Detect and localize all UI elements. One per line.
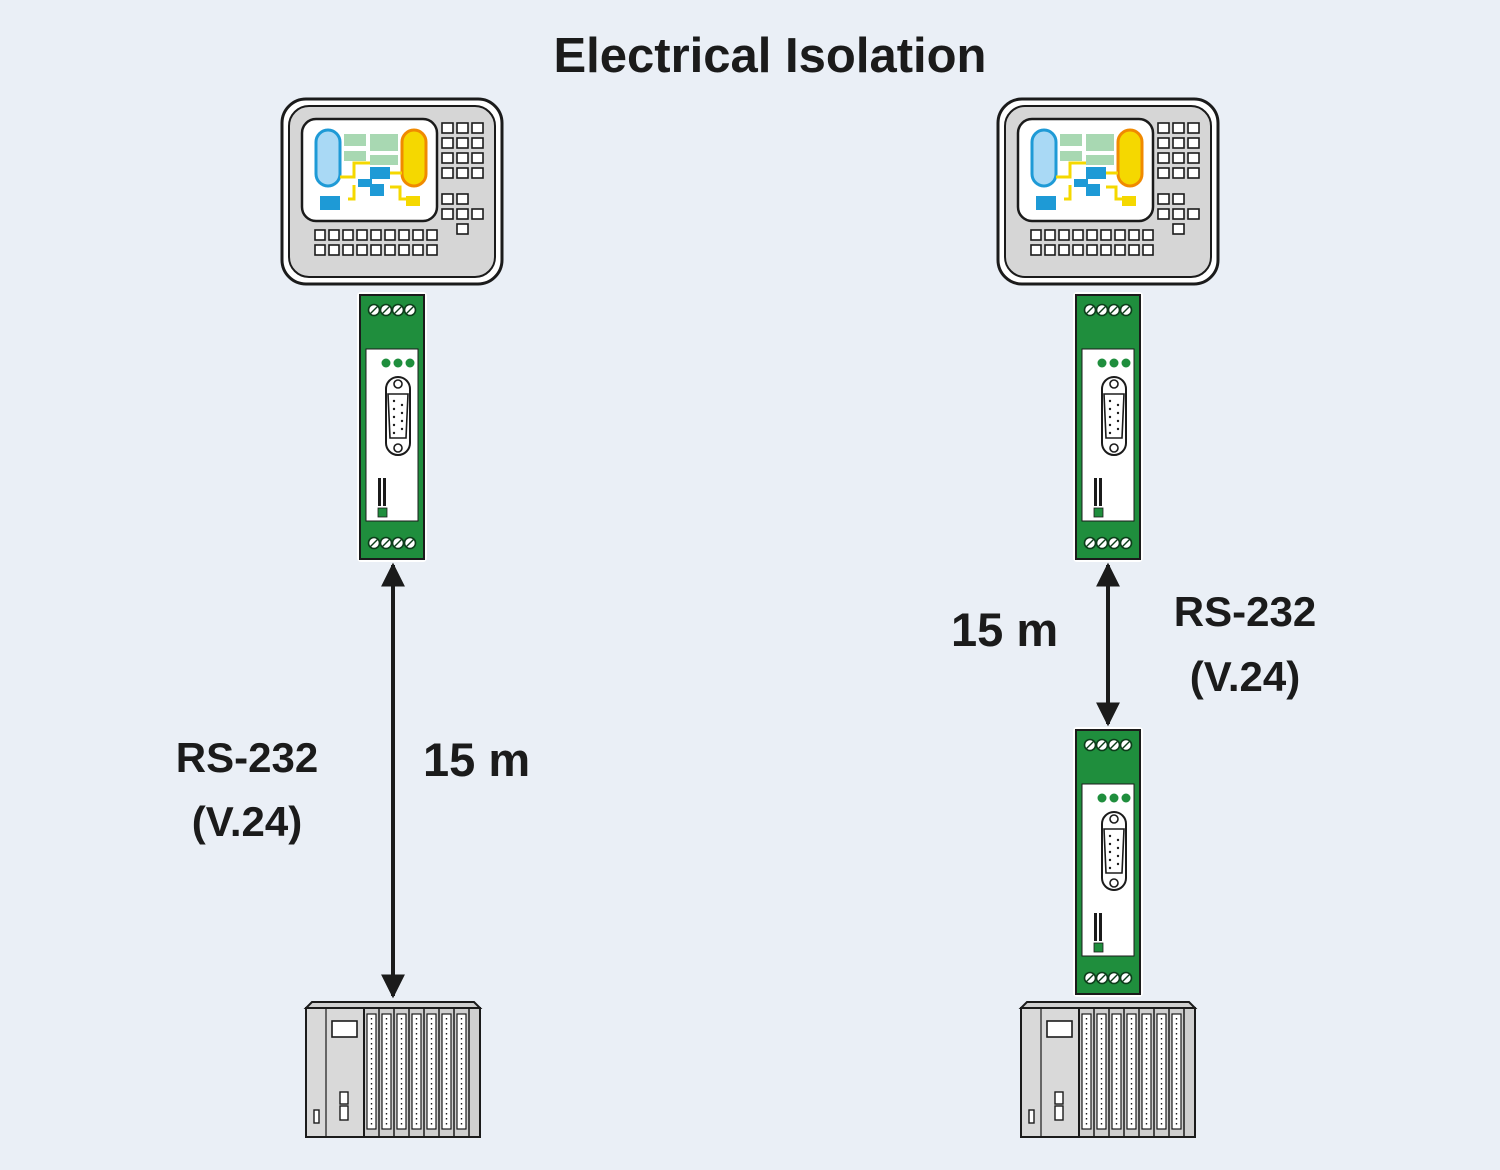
right-plc-controller bbox=[1020, 1001, 1196, 1138]
left-distance-label: 15 m bbox=[423, 733, 531, 786]
left-protocol-sub-label: (V.24) bbox=[191, 798, 303, 845]
left-isolator-module bbox=[356, 291, 428, 563]
right-isolator-module-top bbox=[1072, 291, 1144, 563]
left-operator-panel bbox=[280, 97, 504, 286]
right-operator-panel bbox=[996, 97, 1220, 286]
right-isolator-module-bottom bbox=[1072, 726, 1144, 998]
left-plc-controller bbox=[305, 1001, 481, 1138]
left-protocol-label: RS-232 bbox=[175, 734, 319, 781]
diagram-title: Electrical Isolation bbox=[553, 29, 987, 83]
right-protocol-sub-label: (V.24) bbox=[1189, 653, 1301, 700]
right-distance-label: 15 m bbox=[951, 603, 1059, 656]
right-protocol-label: RS-232 bbox=[1173, 588, 1317, 635]
